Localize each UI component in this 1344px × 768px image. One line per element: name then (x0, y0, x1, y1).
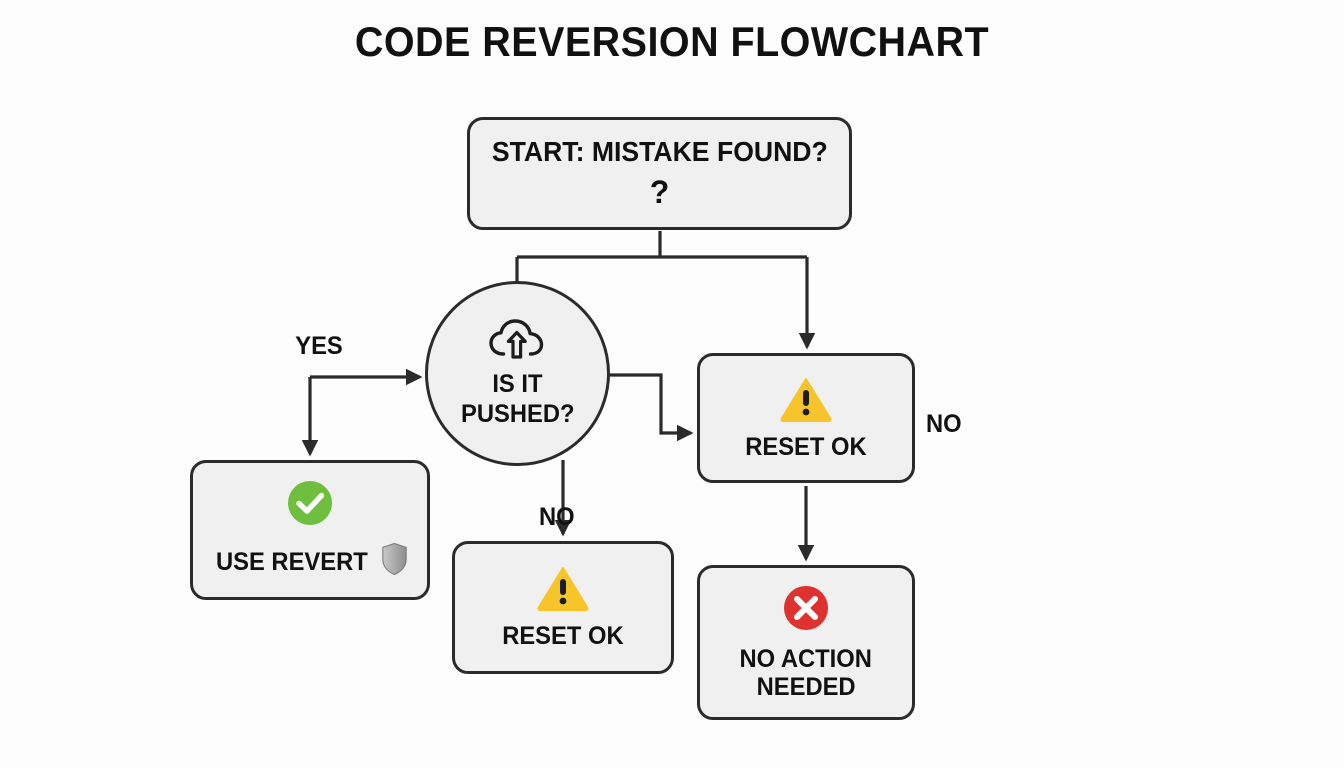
node-reset-ok-bottom-label: RESET OK (502, 622, 624, 650)
page-title: CODE REVERSION FLOWCHART (354, 18, 990, 65)
warning-triangle-icon (780, 376, 832, 427)
node-no-action-needed[interactable]: NO ACTION NEEDED (697, 565, 915, 720)
node-revert-label: USE REVERT (215, 547, 368, 576)
node-use-revert[interactable]: USE REVERT (190, 460, 430, 600)
edge-label-no-right: NO (925, 410, 962, 438)
x-circle-icon (782, 584, 830, 637)
node-start-mistake-found[interactable]: START: MISTAKE FOUND? ? (467, 117, 852, 230)
node-start-label: START: MISTAKE FOUND? (491, 136, 828, 168)
node-pushed-label-line2: PUSHED? (460, 400, 575, 428)
cloud-upload-icon (488, 319, 547, 364)
edge-pushed-to-reset-right (610, 373, 694, 442)
warning-triangle-icon (537, 565, 589, 616)
edge-label-no-middle: NO (538, 503, 575, 531)
node-reset-ok-bottom[interactable]: RESET OK (452, 541, 674, 674)
question-mark-icon: ? (649, 173, 670, 210)
node-is-it-pushed[interactable]: IS IT PUSHED? (425, 281, 610, 466)
node-no-action-label-line1: NO ACTION (739, 645, 873, 673)
node-no-action-label-line2: NEEDED (756, 673, 856, 701)
node-reset-ok-right[interactable]: RESET OK (697, 353, 915, 483)
edge-label-yes: YES (295, 332, 343, 360)
check-circle-icon (286, 479, 334, 532)
node-reset-ok-right-label: RESET OK (745, 432, 867, 461)
shield-icon (381, 542, 408, 581)
node-pushed-label-line1: IS IT (492, 370, 543, 398)
